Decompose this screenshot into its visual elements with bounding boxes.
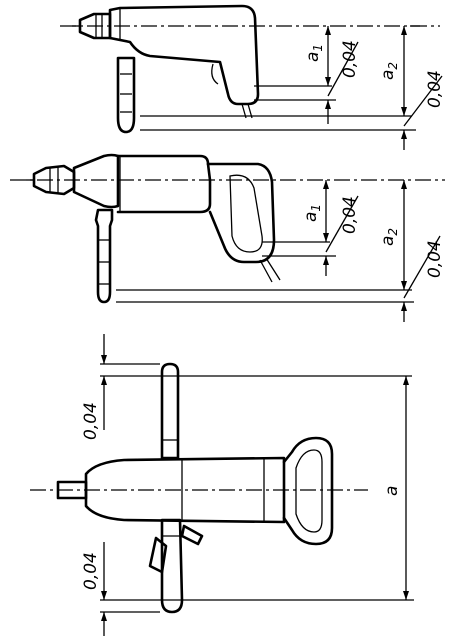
figure-top-view-bottom: 0,04 0,04 a — [30, 334, 414, 636]
drill-body — [116, 154, 212, 214]
side-handle-lower — [160, 518, 184, 614]
label-a2: a2 — [378, 62, 400, 80]
tolerance-label-a1: 0,04 — [340, 196, 360, 234]
label-a2: a2 — [378, 228, 400, 246]
power-cord — [259, 257, 281, 283]
tolerance-label-bottom: 0,04 — [81, 552, 101, 590]
drill-nose — [72, 153, 120, 209]
handle-opening — [295, 449, 323, 533]
tolerance-label-a2: 0,04 — [425, 240, 445, 278]
clamp-screw — [180, 524, 204, 546]
tolerance-label-a1: 0,04 — [340, 40, 360, 78]
side-handle — [94, 208, 114, 304]
figure-side-view-middle: a1 0,04 a2 0,04 — [10, 153, 445, 322]
tolerance-label-a2: 0,04 — [425, 70, 445, 108]
clamp-lever — [148, 536, 168, 574]
figure-side-view-top: a1 0,04 a2 0,04 — [60, 4, 445, 150]
drill-body — [84, 456, 286, 524]
handle-opening — [229, 174, 263, 253]
label-a: a — [382, 486, 402, 496]
rear-handle — [282, 436, 334, 546]
label-a1: a1 — [303, 44, 325, 62]
rear-handle — [206, 162, 276, 264]
tolerance-label-top: 0,04 — [81, 402, 101, 440]
side-handle-upper — [160, 362, 180, 460]
trigger — [211, 63, 219, 85]
side-handle — [116, 56, 136, 134]
label-a1: a1 — [301, 204, 323, 222]
drill-body — [108, 4, 260, 106]
